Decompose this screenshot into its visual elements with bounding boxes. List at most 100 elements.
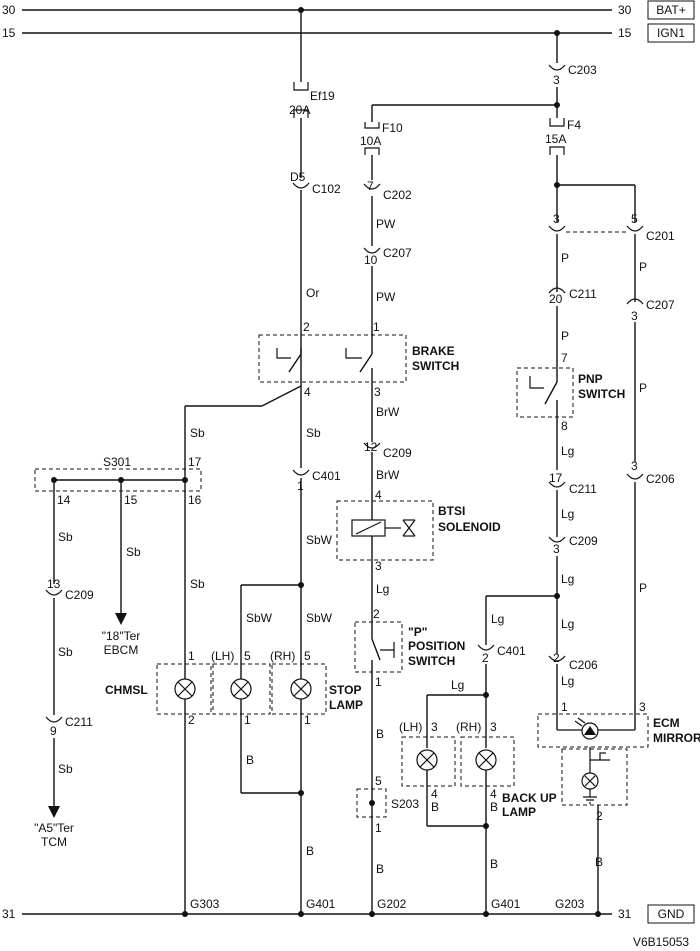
stop-lamp-rh-bulb-icon (290, 678, 312, 700)
c102-pin: D5 (290, 170, 306, 184)
brake-switch-pin1: 1 (373, 320, 380, 334)
p-switch-pin2: 2 (373, 607, 380, 621)
f10-rating: 10A (360, 134, 381, 148)
chmsl-pin-top: 1 (188, 649, 195, 663)
ign-rail-right-num: 15 (618, 26, 632, 40)
pnp-label-1: PNP (578, 372, 603, 386)
pnp-pin8: 8 (561, 419, 568, 433)
f10-name: F10 (382, 121, 403, 135)
wire-p-1: P (561, 251, 569, 265)
wire-b-stop-2: B (306, 844, 314, 858)
ecm-pin2: 2 (596, 809, 603, 823)
pnp-pin7: 7 (561, 351, 568, 365)
backup-feed: Lg C401 2 Lg (426, 595, 557, 748)
backup-lamp-lh-bulb-icon (416, 749, 438, 771)
ecm-feed-column: C207 3 P 3 C206 P (626, 298, 675, 714)
diagram-id: V6B15053 (633, 935, 689, 949)
chmsl-label: CHMSL (105, 683, 148, 697)
c203-name: C203 (568, 63, 597, 77)
wire-sb-c211: Sb (58, 762, 73, 776)
column-btsi-feed: F10 10A 7 C202 PW C207 10 PW (360, 102, 560, 348)
gnd-rail-left-num: 31 (2, 907, 16, 921)
stop-lamp-label-1: STOP (329, 683, 361, 697)
brake-switch-pin3: 3 (374, 385, 381, 399)
btsi-pin4: 4 (375, 488, 382, 502)
btsi-column: BrW 12 C209 BrW 4 BTSI SOLENOID 3 Lg (336, 405, 501, 632)
wire-brw-2: BrW (376, 468, 400, 482)
c209-mid-pin: 12 (364, 440, 378, 454)
p-position-switch: 2 "P" POSITION SWITCH 1 B (354, 607, 465, 914)
c211-low-name: C211 (569, 482, 597, 496)
wire-sbw-3: SbW (306, 611, 333, 625)
wire-p-4: P (639, 381, 647, 395)
s301-pin17: 17 (188, 455, 202, 469)
stop-lamp-row: CHMSL 1 (LH) 5 (RH) 5 STOP LAMP 2 1 1 (105, 649, 363, 727)
ground-g202: G202 (377, 897, 407, 911)
backup-lamp-lh: (LH) (399, 720, 422, 734)
c211-low-pin: 17 (549, 471, 563, 485)
backup-lamp-lh-pin-bot: 4 (431, 787, 438, 801)
pnp-column: 20 C211 P 7 PNP SWITCH 8 Lg 17 C211 Lg C… (516, 287, 625, 714)
backup-lamp-rh: (RH) (456, 720, 481, 734)
ebcm-line2: EBCM (104, 643, 139, 657)
ground-g401-a: G401 (306, 897, 336, 911)
s301-splice: S301 17 14 15 16 (34, 455, 202, 507)
s203-pin-bot: 1 (375, 821, 382, 835)
chmsl-bulb-icon (174, 678, 196, 700)
ground-g401-b: G401 (491, 897, 521, 911)
wire-sb-15: Sb (126, 545, 141, 559)
wire-b-backup-g: B (490, 857, 498, 871)
column-brake-feed: Ef19 20A D5 C102 Or (289, 10, 341, 368)
ecm-pin1: 1 (561, 700, 568, 714)
tcm-branch: Sb 13 C209 Sb C211 9 Sb "A5"Ter TCM (34, 480, 94, 849)
wire-b-ppos: B (376, 727, 384, 741)
ecm-mirror: 1 3 ECM MIRROR 2 B G203 (537, 700, 700, 917)
brake-to-s301: Sb (184, 385, 302, 480)
wire-p-3: P (561, 329, 569, 343)
stop-ground-wires: B B G303 G401 (182, 699, 336, 917)
p-switch-label-3: SWITCH (408, 654, 455, 668)
c206-right-name: C206 (646, 472, 675, 486)
chmsl-pin-bot: 2 (188, 713, 195, 727)
stop-lamp-rh: (RH) (270, 649, 295, 663)
ign-rail-left-num: 15 (2, 26, 16, 40)
c211-mid-pin: 20 (549, 292, 563, 306)
wire-sbw-1: SbW (306, 533, 333, 547)
wire-p-2: P (639, 260, 647, 274)
c201-pin-left: 3 (553, 212, 560, 226)
wire-b-backup-rh: B (490, 800, 498, 814)
btsi-label-1: BTSI (438, 504, 465, 518)
s301-name: S301 (103, 455, 131, 469)
c206-mid-name: C206 (569, 658, 598, 672)
ef19-name: Ef19 (310, 89, 335, 103)
c209-left-pin: 13 (47, 577, 61, 591)
stop-lamp-lh-pin-top: 5 (244, 649, 251, 663)
c207-right-name: C207 (646, 298, 675, 312)
wire-sb-c209: Sb (58, 645, 73, 659)
backup-lamp-rh-pin-top: 3 (490, 720, 497, 734)
c401-left-name: C401 (312, 469, 341, 483)
wire-pw-2: PW (376, 290, 396, 304)
s301-pin14: 14 (57, 493, 71, 507)
c211-left-name: C211 (65, 715, 93, 729)
wire-b-backup-lh: B (431, 800, 439, 814)
wire-sb-chmsl: Sb (190, 577, 205, 591)
brake-switch: 2 1 BRAKE SWITCH 4 3 (258, 320, 459, 442)
wire-lg-6: Lg (561, 674, 574, 688)
ebcm-branch: Sb "18"Ter EBCM (102, 480, 141, 657)
stop-lamp-label-2: LAMP (329, 698, 363, 712)
wire-lg-1: Lg (376, 582, 389, 596)
wire-lg-4: Lg (561, 572, 574, 586)
wire-sb-mid: Sb (306, 426, 321, 440)
c207-left-name: C207 (383, 246, 412, 260)
c401-right-name: C401 (497, 644, 526, 658)
ground-g203: G203 (555, 897, 585, 911)
photo-sensor-icon (574, 717, 599, 740)
stop-lamp-rh-pin-bot: 1 (304, 713, 311, 727)
c209-left-name: C209 (65, 588, 94, 602)
c203-pin: 3 (553, 73, 560, 87)
c209-right-name: C209 (569, 534, 598, 548)
wire-sb-left: Sb (190, 426, 205, 440)
c201: 3 5 C201 P P (548, 212, 675, 302)
wire-lg-5: Lg (561, 617, 574, 631)
